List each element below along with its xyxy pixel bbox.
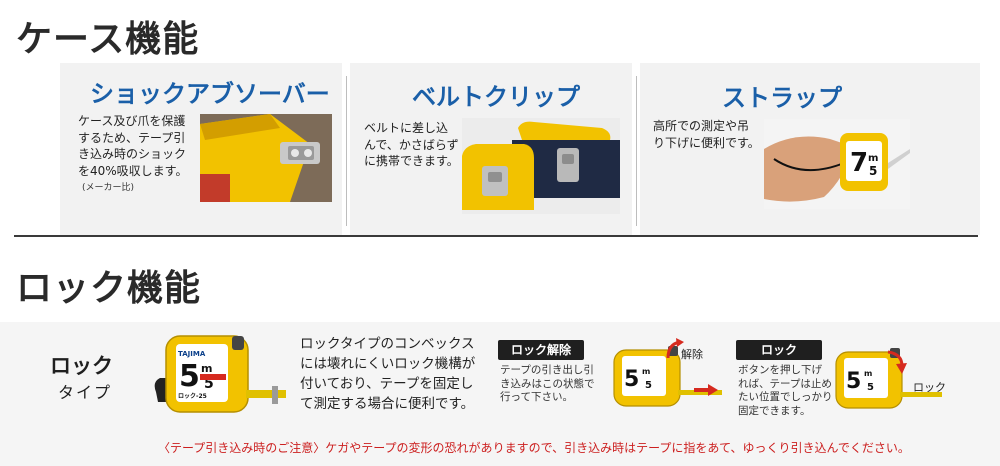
unlock-pull-arrow-icon	[694, 384, 718, 396]
shock-absorber-title: ショックアブソーバー	[90, 80, 330, 108]
lock-tape-illustration: 5 m 5	[835, 348, 942, 409]
svg-text:5: 5	[867, 382, 874, 393]
belt-clip-photo	[462, 118, 620, 214]
belt-clip-illustration	[462, 118, 620, 214]
case-functions-heading: ケース機能	[16, 19, 200, 60]
svg-text:m: m	[868, 153, 878, 164]
feature-divider-2	[636, 76, 637, 226]
unlock-description: テープの引き出し引 き込みはこの状態で 行って下さい。	[500, 364, 595, 403]
strap-description: 高所での測定や吊 り下げに便利です。	[653, 119, 760, 150]
lock-type-subtitle: タイプ	[58, 383, 113, 402]
svg-text:7: 7	[850, 148, 868, 178]
strap-photo: 7 m 5	[764, 119, 910, 209]
shock-absorber-photo	[200, 114, 332, 202]
lock-product-image: 5 m 5	[832, 344, 942, 412]
lock-tag: ロック	[736, 340, 822, 360]
svg-text:5: 5	[624, 367, 639, 392]
lock-functions-heading: ロック機能	[16, 268, 202, 309]
svg-text:5: 5	[869, 164, 877, 178]
brand-label: TAJIMA	[178, 350, 206, 358]
svg-text:m: m	[201, 362, 212, 375]
lock-type-product-image: TAJIMA 5 m 5 ロック-25	[148, 330, 288, 424]
lock-type-description: ロックタイプのコンベックス には壊れにくいロック機構が 付いており、テープを固定…	[300, 336, 476, 412]
shock-absorber-note: (メーカー比)	[82, 183, 135, 193]
unlock-arrow-label: 解除	[681, 348, 703, 361]
lock-description: ボタンを押し下げ れば、テープは止め たい位置でしっかり 固定できます。	[738, 364, 833, 417]
shock-absorber-illustration	[200, 114, 332, 202]
svg-text:5: 5	[179, 359, 200, 394]
belt-clip-description: ベルトに差し込 んで、かさばらず に携帯できます。	[364, 121, 459, 168]
model-label: ロック-25	[178, 392, 207, 400]
feature-divider-1	[346, 76, 347, 226]
svg-text:m: m	[642, 367, 650, 376]
caution-note: 〈テープ引き込み時のご注意〉ケガやテープの変形の恐れがありますので、引き込み時は…	[158, 441, 910, 455]
svg-text:5: 5	[846, 369, 861, 394]
lock-type-title: ロック	[50, 354, 113, 378]
lock-arrow-label: ロック	[913, 381, 946, 394]
strap-illustration: 7 m 5	[764, 119, 910, 209]
lock-curved-arrow-icon	[887, 350, 907, 374]
svg-text:5: 5	[204, 376, 214, 392]
belt-clip-title: ベルトクリップ	[412, 83, 580, 111]
strap-title: ストラップ	[722, 84, 842, 112]
unlock-curved-arrow-icon	[666, 338, 684, 359]
svg-text:m: m	[864, 369, 872, 378]
shock-absorber-description: ケース及び爪を保護 するため、テープ引 き込み時のショック を40%吸収します。	[78, 114, 188, 178]
svg-text:5: 5	[645, 380, 652, 391]
section-divider-rule	[14, 235, 978, 237]
tape-measure-illustration: TAJIMA 5 m 5 ロック-25	[154, 335, 286, 413]
unlock-tag: ロック解除	[498, 340, 584, 360]
